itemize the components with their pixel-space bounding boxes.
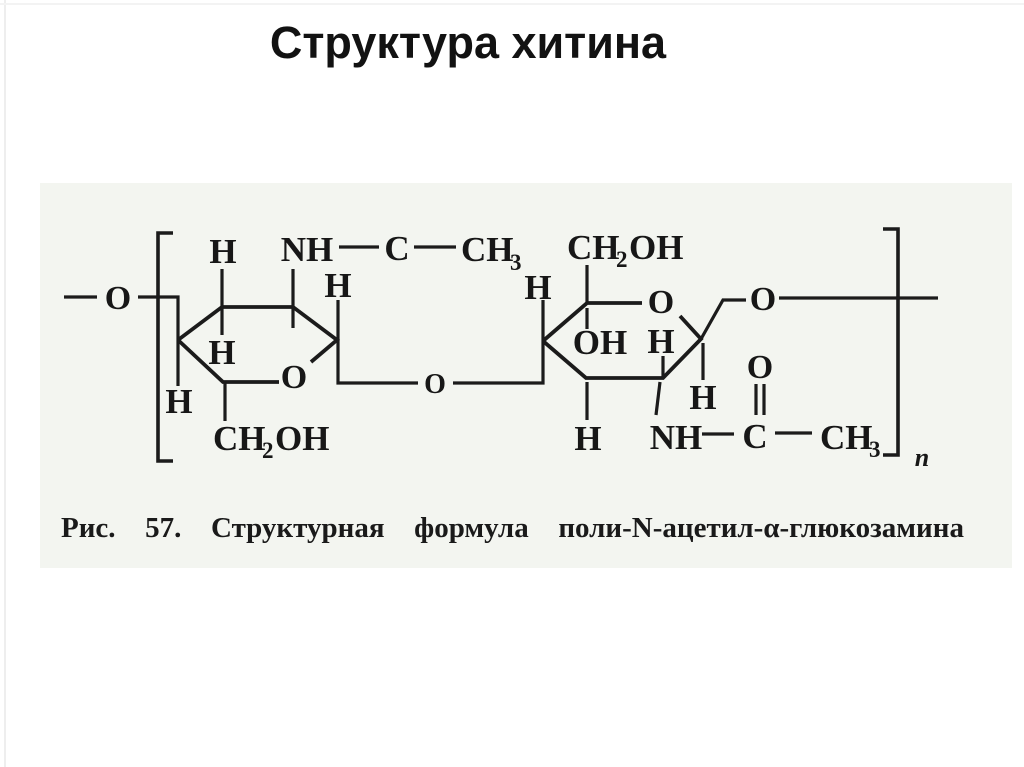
r2-carbonyl-oxygen-label: O bbox=[747, 349, 773, 386]
r2-nh-label: NH bbox=[650, 418, 703, 457]
page-title: Структура хитина bbox=[269, 17, 667, 68]
r2-acetyl-ch-label: CH bbox=[820, 418, 873, 457]
repeat-unit-brackets bbox=[156, 227, 900, 463]
r2-acetyl-subscript: 3 bbox=[869, 437, 881, 462]
caption-word: Рис. bbox=[61, 512, 116, 544]
r1-ring-oxygen-label: O bbox=[281, 359, 307, 396]
r1-ch2oh-subscript: 2 bbox=[262, 438, 274, 463]
r2-h-left-label: H bbox=[524, 268, 551, 307]
caption-word: Структурная bbox=[211, 512, 385, 544]
r2-ch2oh-oh-label: OH bbox=[629, 228, 683, 267]
r2-h-bottom-left-label: H bbox=[574, 419, 601, 458]
r1-acetyl-subscript: 3 bbox=[510, 250, 522, 275]
r2-h-inner-label: H bbox=[647, 322, 674, 361]
ring2-bonds bbox=[453, 265, 938, 436]
r1-ch2oh-oh-label: OH bbox=[275, 419, 329, 458]
r2-ch2oh-subscript: 2 bbox=[616, 247, 628, 272]
close-bracket bbox=[883, 227, 900, 457]
slide-top-edge-line bbox=[0, 3, 1024, 5]
r2-ring-oxygen-label: O bbox=[648, 284, 674, 321]
r1-nh-label: NH bbox=[281, 230, 334, 269]
figure-scan-panel bbox=[40, 183, 1012, 568]
open-bracket bbox=[156, 231, 173, 463]
figure-caption: Рис. 57. Структурная формула поли-N-ацет… bbox=[61, 512, 964, 545]
r1-h-left-label: H bbox=[165, 382, 192, 421]
caption-word: 57. bbox=[145, 512, 182, 544]
ring1-bonds bbox=[64, 245, 456, 421]
r1-ch2oh-ch-label: CH bbox=[213, 419, 266, 458]
r1-acetyl-carbon-label: C bbox=[384, 229, 409, 268]
ring1-labels: O H NH C CH 3 H H H O CH 2 OH bbox=[105, 229, 522, 463]
r1-h-inner-label: H bbox=[208, 333, 235, 372]
r1-acetyl-ch-label: CH bbox=[461, 230, 514, 269]
r2-oh-inner-label: OH bbox=[573, 323, 627, 362]
caption-word: поли-N-ацетил-α-глюкозамина bbox=[558, 512, 964, 544]
repeat-index-n: n bbox=[915, 443, 929, 472]
right-terminal-oxygen-label: O bbox=[750, 281, 776, 318]
r2-acetyl-carbon-label: C bbox=[742, 417, 767, 456]
r2-h-right-label: H bbox=[689, 378, 716, 417]
caption-word: формула bbox=[414, 512, 529, 544]
r2-ch2oh-ch-label: CH bbox=[567, 228, 620, 267]
r1-h-anomeric-label: H bbox=[324, 266, 351, 305]
slide-left-edge-line bbox=[4, 0, 6, 767]
r1-h-top-label: H bbox=[209, 232, 236, 271]
left-terminal-oxygen-label: O bbox=[105, 280, 131, 317]
ring2-labels: H CH 2 OH O OH H H H NH C O CH 3 O bbox=[524, 228, 880, 462]
glycosidic-oxygen-label: O bbox=[424, 369, 446, 400]
